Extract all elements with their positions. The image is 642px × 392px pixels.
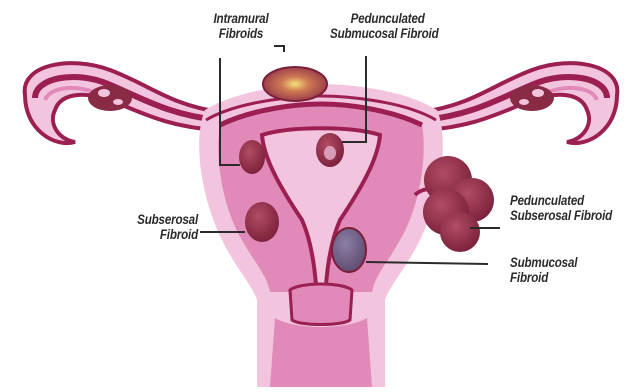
- label-pedunculated-subserosal: Pedunculated Subserosal Fibroid: [510, 193, 622, 223]
- label-submucosal-line2: Fibroid: [510, 270, 605, 285]
- vagina: [270, 318, 372, 387]
- label-submucosal-fibroid: Submucosal Fibroid: [510, 255, 605, 285]
- subserosal-fibroid: [245, 202, 279, 242]
- label-intramural-fibroids: Intramural Fibroids: [202, 11, 279, 41]
- left-ovary: [88, 85, 132, 111]
- label-pedunculated-subserosal-line1: Pedunculated: [510, 193, 622, 208]
- label-pedunculated-submucosal-line1: Pedunculated: [330, 11, 474, 26]
- label-pedunculated-subserosal-line2: Subserosal Fibroid: [510, 208, 622, 223]
- label-intramural-line1: Intramural: [202, 11, 279, 26]
- pedunculated-subserosal-fibroid: [415, 156, 494, 252]
- label-subserosal-fibroid: Subserosal Fibroid: [117, 212, 198, 242]
- fibroid-top: [263, 67, 327, 101]
- label-intramural-line2: Fibroids: [202, 26, 279, 41]
- label-subserosal-line1: Subserosal: [117, 212, 198, 227]
- label-submucosal-line1: Submucosal: [510, 255, 605, 270]
- intramural-leader: [274, 46, 284, 52]
- submucosal-fibroid: [332, 228, 366, 272]
- label-subserosal-line2: Fibroid: [117, 227, 198, 242]
- label-pedunculated-submucosal: Pedunculated Submucosal Fibroid: [330, 11, 474, 41]
- right-ovary: [510, 85, 554, 111]
- cervix: [290, 284, 352, 325]
- intramural-fibroid: [239, 140, 265, 174]
- label-pedunculated-submucosal-line2: Submucosal Fibroid: [330, 26, 474, 41]
